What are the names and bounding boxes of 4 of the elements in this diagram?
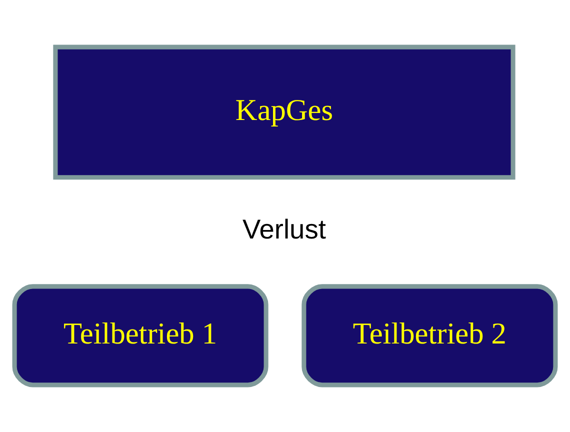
node-box: KapGes — [53, 44, 516, 180]
node-box: Teilbetrieb 2 — [302, 284, 558, 388]
node-box: Teilbetrieb 1 — [12, 284, 268, 388]
label: Verlust — [242, 214, 326, 245]
